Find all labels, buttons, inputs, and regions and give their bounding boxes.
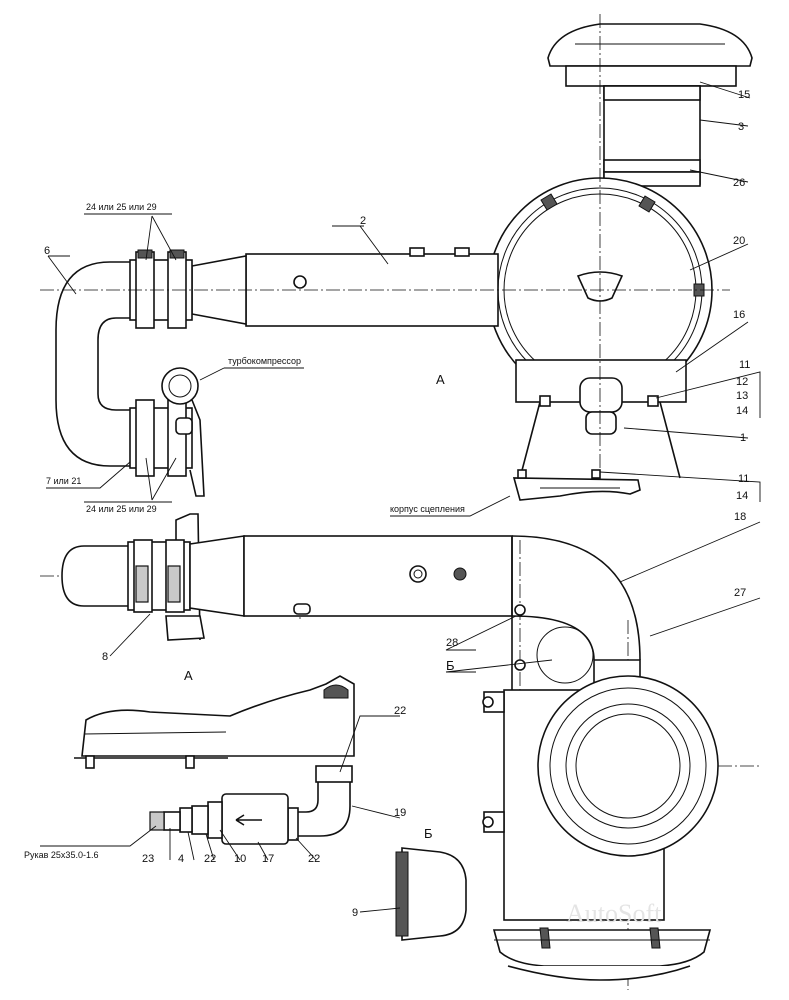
label-18: 18 — [734, 511, 746, 523]
view-a-title: А — [184, 668, 193, 683]
label-22b: 22 — [204, 853, 216, 865]
label-19: 19 — [394, 807, 406, 819]
label-1: 1 — [740, 432, 746, 444]
watermark: AutoSoft — [566, 899, 662, 928]
label-11a: 11 — [739, 359, 750, 371]
label-17: 17 — [262, 853, 274, 865]
label-11b: 11 — [738, 473, 749, 485]
label-4: 4 — [178, 853, 184, 865]
view-b-detail — [395, 847, 467, 941]
label-26a: 26 — [733, 177, 745, 189]
callout-labels: 15 3 26 20 16 11 12 13 14 1 11 14 2 6 24… — [24, 89, 750, 928]
label-20: 20 — [733, 235, 745, 247]
top-view — [55, 23, 753, 501]
label-clamp-top: 24 или 25 или 29 — [86, 202, 157, 212]
label-16: 16 — [733, 309, 745, 321]
label-27: 27 — [734, 587, 746, 599]
label-23: 23 — [142, 853, 154, 865]
side-view — [61, 513, 719, 981]
view-b-mark: Б — [446, 658, 455, 673]
label-13: 13 — [736, 390, 748, 402]
label-7-or-21: 7 или 21 — [46, 476, 81, 486]
label-2: 2 — [360, 215, 366, 227]
label-clamp-bottom: 24 или 25 или 29 — [86, 504, 157, 514]
view-b-title: Б — [424, 826, 433, 841]
label-14a: 14 — [736, 405, 748, 417]
label-clutch-housing: корпус сцепления — [390, 504, 465, 514]
label-10: 10 — [234, 853, 246, 865]
label-6: 6 — [44, 245, 50, 257]
label-9: 9 — [352, 907, 358, 919]
label-12: 12 — [736, 376, 748, 388]
label-hose: Рукав 25х35.0-1.6 — [24, 850, 98, 860]
label-3: 3 — [738, 121, 744, 133]
label-8: 8 — [102, 651, 108, 663]
label-14b: 14 — [736, 490, 748, 502]
label-22a: 22 — [394, 705, 406, 717]
label-turbocharger: турбокомпрессор — [228, 356, 301, 366]
leader-lines — [40, 81, 761, 913]
view-a-detail — [74, 675, 355, 845]
label-15: 15 — [738, 89, 750, 101]
label-22c: 22 — [308, 853, 320, 865]
view-a-mark: А — [436, 372, 445, 387]
label-28: 28 — [446, 637, 458, 649]
